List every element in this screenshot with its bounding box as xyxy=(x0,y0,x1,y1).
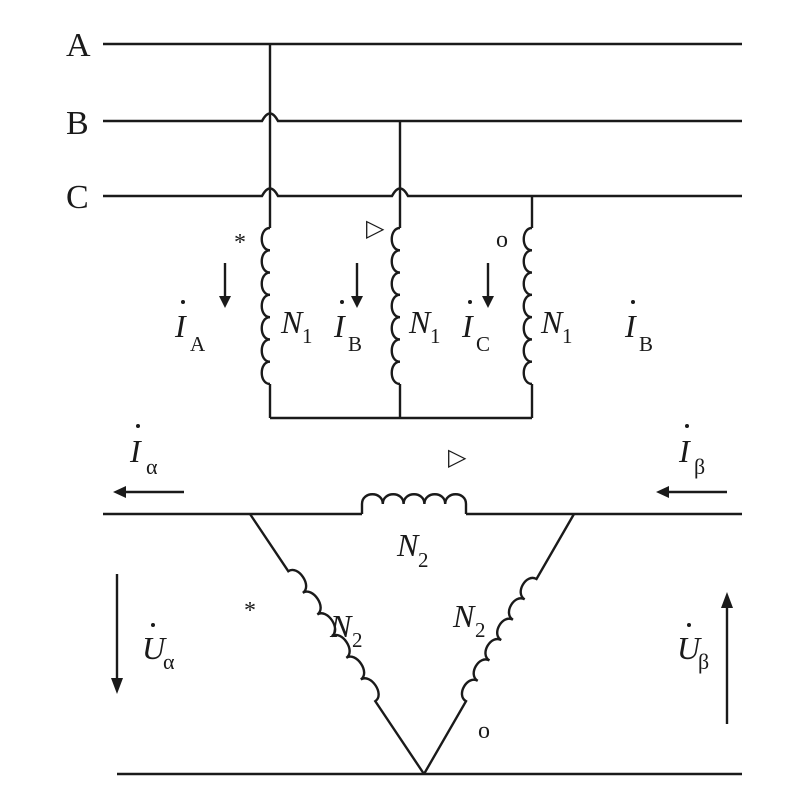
current-label-ib: I B xyxy=(333,300,362,356)
svg-text:U: U xyxy=(142,630,167,666)
svg-text:I: I xyxy=(461,308,474,344)
svg-text:I: I xyxy=(678,433,691,469)
svg-text:β: β xyxy=(694,454,705,479)
current-arrow-a xyxy=(219,263,231,308)
current-arrow-beta xyxy=(656,486,727,498)
winding-label-right: N 2 xyxy=(452,598,486,642)
current-label-i-beta: I β xyxy=(678,424,705,479)
polarity-circle-right: o xyxy=(478,718,490,744)
bus-line-c xyxy=(103,187,742,198)
voltage-label-u-beta: U β xyxy=(677,623,709,674)
secondary-coil-left xyxy=(249,513,425,775)
current-label-ia: I A xyxy=(174,300,206,356)
polarity-star-left: * xyxy=(244,598,256,624)
bus-label-a: A xyxy=(66,27,91,64)
current-arrow-alpha xyxy=(113,486,184,498)
winding-top-n2 xyxy=(360,493,468,514)
bus-line-b xyxy=(103,112,742,123)
svg-text:N: N xyxy=(280,304,304,340)
winding-label-a: N 1 xyxy=(280,304,313,348)
bus-label-b: B xyxy=(66,105,89,142)
winding-label-left: N 2 xyxy=(329,608,363,652)
svg-text:α: α xyxy=(146,454,158,479)
svg-text:1: 1 xyxy=(430,324,441,348)
bus-label-c: C xyxy=(66,179,89,216)
svg-text:N: N xyxy=(408,304,432,340)
current-label-i-alpha: I α xyxy=(129,424,158,479)
secondary-coil-top xyxy=(360,493,468,514)
winding-label-top: N 2 xyxy=(396,527,429,572)
svg-text:2: 2 xyxy=(418,548,429,572)
winding-label-b: N 1 xyxy=(408,304,441,348)
primary-coil-b xyxy=(390,226,401,386)
primary-coils xyxy=(260,226,533,386)
svg-text:β: β xyxy=(698,649,709,674)
svg-text:I: I xyxy=(333,308,346,344)
voltage-label-u-alpha: U α xyxy=(142,623,175,674)
svg-text:N: N xyxy=(329,608,353,644)
svg-text:N: N xyxy=(540,304,564,340)
svg-text:I: I xyxy=(174,308,187,344)
svg-text:I: I xyxy=(129,433,142,469)
svg-text:B: B xyxy=(639,332,653,356)
secondary-coil-right xyxy=(422,513,576,775)
delta-branches xyxy=(249,513,576,775)
svg-text:N: N xyxy=(396,527,420,563)
polarity-triangle-b: ▷ xyxy=(366,216,385,242)
svg-text:1: 1 xyxy=(562,324,573,348)
voltage-arrow-beta xyxy=(721,592,733,724)
svg-text:B: B xyxy=(348,332,362,356)
primary-coil-a xyxy=(260,226,271,386)
svg-text:α: α xyxy=(163,649,175,674)
voltage-arrow-alpha xyxy=(111,574,123,694)
svg-text:2: 2 xyxy=(352,628,363,652)
svg-text:A: A xyxy=(190,332,206,356)
current-label-ic: I C xyxy=(461,300,490,356)
winding-label-c: N 1 xyxy=(540,304,573,348)
svg-text:N: N xyxy=(452,598,476,634)
current-label-ib-extra: I B xyxy=(624,300,653,356)
svg-text:C: C xyxy=(476,332,490,356)
primary-coil-c xyxy=(522,226,533,386)
svg-text:I: I xyxy=(624,308,637,344)
svg-text:2: 2 xyxy=(475,618,486,642)
polarity-star-a: * xyxy=(234,230,246,256)
current-arrow-b xyxy=(351,263,363,308)
svg-text:1: 1 xyxy=(302,324,313,348)
polarity-triangle-top: ▷ xyxy=(448,445,467,471)
polarity-circle-c: o xyxy=(496,227,508,253)
current-arrow-c xyxy=(482,263,494,308)
svg-text:U: U xyxy=(677,630,702,666)
